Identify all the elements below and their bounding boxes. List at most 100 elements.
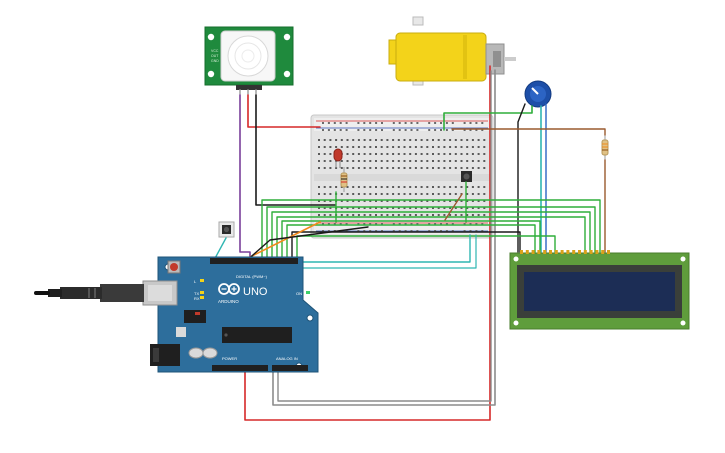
breadboard-hole [329,214,332,216]
breadboard-hole [449,146,452,148]
breadboard-hole [340,167,343,169]
breadboard-hole [454,153,457,155]
breadboard-hole [426,153,429,155]
breadboard-rail-hole [428,122,431,124]
breadboard-hole [460,153,463,155]
breadboard-rail-hole [416,122,419,124]
breadboard-hole [432,153,434,155]
breadboard-hole [460,214,463,216]
wire-brown [451,128,606,136]
breadboard-rail-hole [357,230,360,232]
breadboard-hole [477,214,480,216]
breadboard-hole [414,160,417,162]
breadboard-hole [403,160,406,162]
breadboard-hole [420,214,423,216]
breadboard-hole [449,160,452,162]
breadboard-hole [323,214,326,216]
breadboard-hole [443,153,446,155]
breadboard-hole [346,207,349,209]
breadboard-rail-hole [369,230,372,232]
breadboard-hole [471,193,474,195]
breadboard-hole [397,160,400,162]
breadboard-rail-hole [440,223,442,225]
lcd-pin [537,250,541,254]
breadboard-hole [340,193,343,195]
breadboard-rail-hole [410,230,413,232]
breadboard-hole [432,186,434,188]
breadboard-hole [386,186,389,188]
breadboard-hole [443,186,446,188]
breadboard-hole [323,139,326,141]
breadboard-hole [426,146,429,148]
wire-motor-red [244,65,491,421]
breadboard-rail-hole [451,230,454,232]
breadboard-hole [375,207,377,209]
breadboard-hole [466,186,469,188]
breadboard-hole [363,214,366,216]
breadboard-hole [397,214,400,216]
breadboard-hole [409,167,412,169]
breadboard-hole [375,160,377,162]
breadboard-rail-hole [451,122,454,124]
breadboard-hole [352,186,355,188]
breadboard-hole [380,207,383,209]
breadboard-hole [454,139,457,141]
breadboard-rail-hole [357,223,360,225]
wire-black-button [244,226,369,263]
breadboard-rail-hole [375,129,378,131]
breadboard-hole [466,167,469,169]
breadboard-rail-hole [469,129,472,131]
breadboard-rail-hole [445,122,448,124]
breadboard-hole [363,207,366,209]
breadboard-hole [397,139,400,141]
breadboard-hole [392,193,395,195]
breadboard-rail-hole [416,223,419,225]
breadboard-hole [483,167,486,169]
breadboard-rail-hole [345,223,348,225]
breadboard-hole [449,153,452,155]
lcd-16x2 [509,250,690,330]
breadboard-hole [363,139,366,141]
breadboard-rail-hole [381,223,383,225]
breadboard-hole [352,214,355,216]
arduino-brand: ARDUINO [218,299,239,304]
breadboard-rail-hole [369,129,372,131]
wire-motor-gray [272,69,496,406]
pir-sensor: VCC OUT GND [204,26,294,95]
breadboard-rail-hole [463,230,466,232]
breadboard-rail-hole [475,129,478,131]
breadboard-hole [352,200,355,202]
breadboard-rail-hole [398,230,401,232]
breadboard-hole [392,186,395,188]
lcd-pin [566,250,570,254]
breadboard-rail-hole [327,230,330,232]
breadboard-hole [340,139,343,141]
breadboard-hole [397,200,400,202]
breadboard-hole [323,153,326,155]
breadboard-hole [392,207,395,209]
breadboard-hole [318,139,320,141]
breadboard-hole [432,167,434,169]
wire-teal-3 [295,234,477,269]
breadboard-hole [477,193,480,195]
breadboard-hole [409,139,412,141]
lcd-pin [525,250,529,254]
breadboard-hole [426,186,429,188]
breadboard-hole [426,207,429,209]
breadboard-rail-hole [327,122,330,124]
breadboard-hole [483,160,486,162]
breadboard-hole [471,146,474,148]
breadboard-hole [477,200,480,202]
breadboard-hole [386,207,389,209]
breadboard-hole [437,139,440,141]
pir-pin-label-gnd: GND [211,59,219,63]
breadboard-rail-hole [445,223,448,225]
breadboard-rail-hole [333,122,336,124]
arduino-digital-label: DIGITAL (PWM~) [236,274,268,279]
breadboard-hole [369,186,372,188]
breadboard-hole [471,167,474,169]
lcd-pin [520,250,523,254]
breadboard-hole [466,139,469,141]
breadboard-hole [414,200,417,202]
